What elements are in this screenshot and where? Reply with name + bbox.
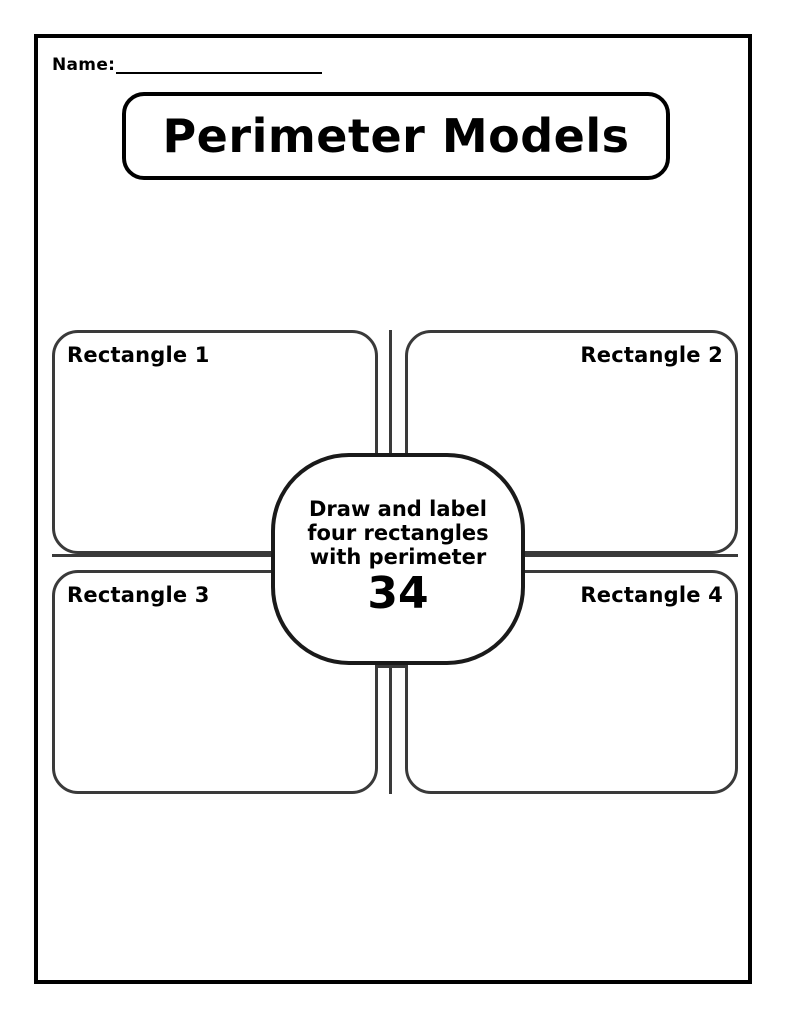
connector-left-horizontal xyxy=(52,554,378,558)
perimeter-value: 34 xyxy=(367,567,429,619)
rectangle-4-label: Rectangle 4 xyxy=(580,583,723,607)
name-field-label: Name: xyxy=(52,55,116,75)
center-prompt-text: Draw and label four rectangles with peri… xyxy=(307,497,489,570)
name-field[interactable]: Name: xyxy=(52,44,323,75)
center-prompt-line-2: four rectangles xyxy=(307,521,489,546)
connector-bottom-vertical xyxy=(389,663,393,794)
center-prompt-bubble: Draw and label four rectangles with peri… xyxy=(271,453,525,665)
rectangle-3-label: Rectangle 3 xyxy=(67,583,210,607)
rectangle-1-label: Rectangle 1 xyxy=(67,343,210,367)
name-input-blank[interactable] xyxy=(116,57,323,74)
title-banner: Perimeter Models xyxy=(122,92,670,180)
rectangle-3-box[interactable]: Rectangle 3 xyxy=(52,570,378,794)
center-prompt-line-3: with perimeter xyxy=(309,544,487,569)
connector-right-horizontal xyxy=(405,554,738,558)
rectangle-2-label: Rectangle 2 xyxy=(580,343,723,367)
page-title: Perimeter Models xyxy=(162,109,630,163)
connector-top-vertical xyxy=(389,330,393,454)
center-prompt-line-1: Draw and label xyxy=(309,497,487,522)
